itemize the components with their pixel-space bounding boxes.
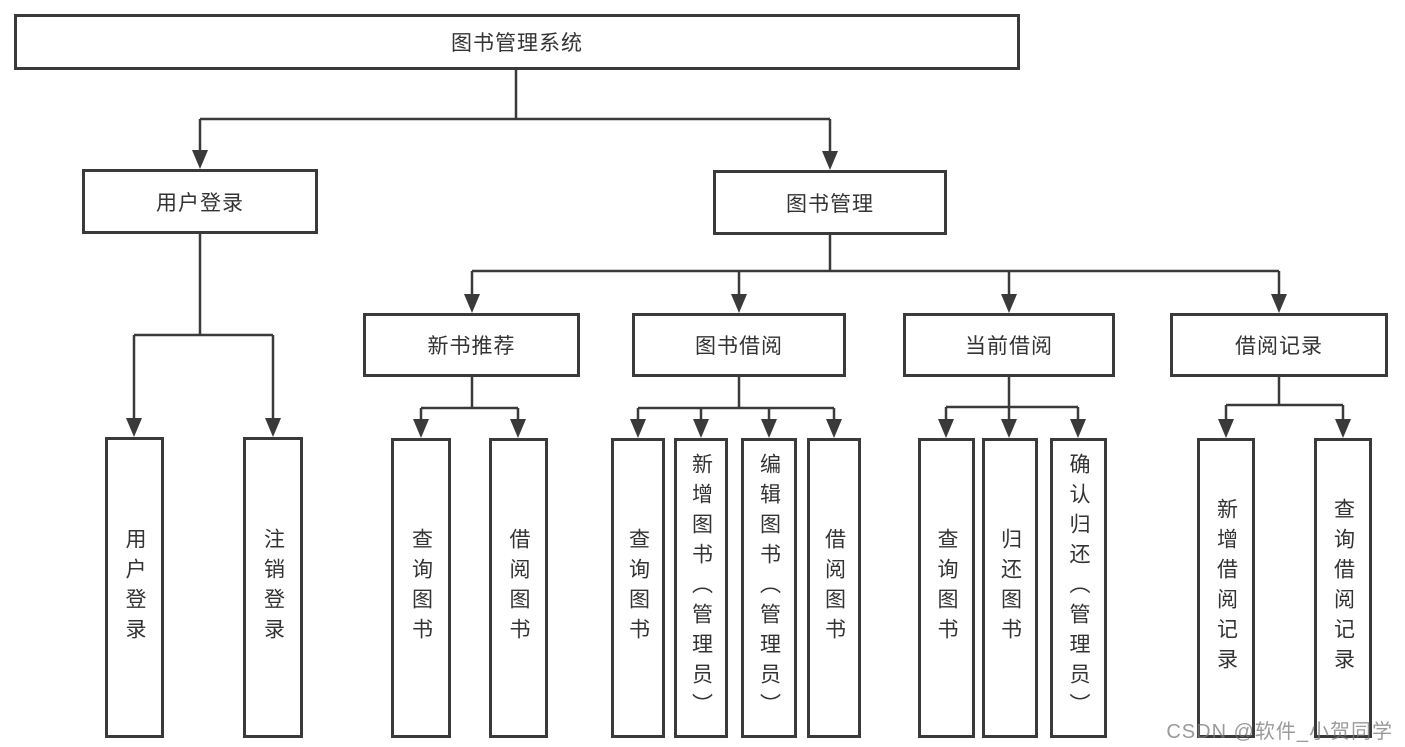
node-label: 新书推荐 bbox=[427, 335, 516, 358]
connector-currborrow-to-leaves bbox=[938, 377, 1086, 438]
node-label: 当前借阅 bbox=[965, 335, 1053, 358]
connector-newbook-to-leaves bbox=[413, 377, 526, 438]
node-label: 图书管理 bbox=[786, 192, 874, 216]
node-label: 新增图书（管理员） bbox=[689, 453, 713, 723]
node-label: 图书管理系统 bbox=[451, 32, 583, 55]
node-label: 查询图书 bbox=[409, 528, 433, 648]
node-borrow-books-borrowing: 借阅图书 bbox=[807, 438, 861, 738]
node-label: 查询图书 bbox=[935, 528, 958, 648]
node-return-books: 归还图书 bbox=[982, 438, 1038, 738]
connector-bookmgmt-to-level3 bbox=[464, 235, 1287, 313]
node-new-book-recommendation: 新书推荐 bbox=[363, 313, 580, 377]
node-add-book-admin: 新增图书（管理员） bbox=[674, 438, 728, 738]
node-confirm-return-admin: 确认归还（管理员） bbox=[1050, 438, 1107, 738]
node-query-books-current: 查询图书 bbox=[918, 438, 975, 738]
node-borrow-books-recommend: 借阅图书 bbox=[489, 438, 548, 738]
connector-root-to-level2 bbox=[192, 70, 838, 170]
node-label: 查询借阅记录 bbox=[1331, 498, 1355, 678]
node-query-borrow-record: 查询借阅记录 bbox=[1314, 438, 1372, 738]
node-label: 查询图书 bbox=[626, 528, 650, 648]
node-label: 借阅图书 bbox=[822, 528, 846, 648]
node-do-logout: 注销登录 bbox=[243, 437, 303, 738]
node-label: 归还图书 bbox=[998, 528, 1022, 648]
node-query-books-recommend: 查询图书 bbox=[391, 438, 451, 738]
node-label: 编辑图书（管理员） bbox=[757, 453, 781, 723]
node-user-login: 用户登录 bbox=[82, 169, 318, 234]
connector-userlogin-to-leaves bbox=[126, 234, 281, 437]
node-current-borrowing: 当前借阅 bbox=[903, 313, 1115, 377]
node-add-borrow-record: 新增借阅记录 bbox=[1197, 438, 1255, 738]
node-edit-book-admin: 编辑图书（管理员） bbox=[741, 438, 797, 738]
node-label: 借阅图书 bbox=[507, 528, 530, 648]
node-label: 确认归还（管理员） bbox=[1067, 453, 1090, 723]
connector-bookborrow-to-leaves bbox=[630, 377, 842, 438]
node-label: 图书借阅 bbox=[695, 335, 783, 358]
connector-borrowrec-to-leaves bbox=[1218, 377, 1351, 438]
node-library-system: 图书管理系统 bbox=[14, 14, 1020, 70]
node-label: 用户登录 bbox=[123, 527, 146, 648]
node-book-borrowing: 图书借阅 bbox=[632, 313, 846, 377]
node-label: 注销登录 bbox=[261, 527, 285, 648]
node-label: 用户登录 bbox=[156, 191, 244, 215]
node-borrowing-records: 借阅记录 bbox=[1170, 313, 1388, 377]
node-label: 借阅记录 bbox=[1235, 335, 1323, 358]
node-label: 新增借阅记录 bbox=[1214, 498, 1238, 678]
csdn-watermark: CSDN @软件_小贺同学 bbox=[1166, 721, 1393, 743]
node-book-management: 图书管理 bbox=[713, 170, 947, 235]
node-query-books-borrowing: 查询图书 bbox=[611, 438, 665, 738]
node-do-user-login: 用户登录 bbox=[105, 437, 164, 738]
